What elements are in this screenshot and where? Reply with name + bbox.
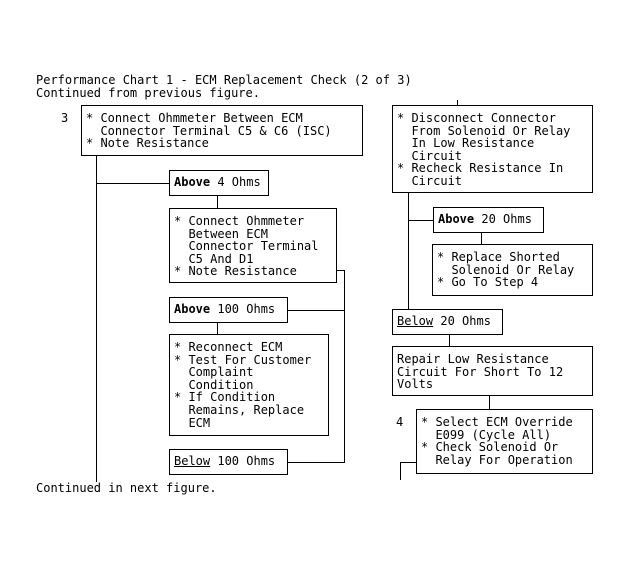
step-4-line: * Select ECM Override — [421, 415, 573, 429]
replace-line: Solenoid Or Relay — [437, 262, 575, 277]
connector-line — [400, 462, 416, 463]
repair-line: Volts — [397, 377, 434, 392]
connector-line — [408, 220, 433, 221]
step-3-number: 3 — [61, 111, 69, 125]
step-3-line: Connector Terminal C5 & C6 (ISC) — [86, 123, 332, 138]
reconnect-line: Condition — [174, 377, 254, 392]
step-4-number: 4 — [396, 415, 404, 429]
replace-line: * Go To Step 4 — [437, 275, 539, 290]
disconnect-line: Circuit — [397, 148, 463, 163]
connector-line — [457, 100, 458, 106]
disconnect-line: From Solenoid Or Relay — [397, 123, 571, 138]
reconnect-line: Complaint — [174, 365, 254, 380]
connect-line: Between ECM — [174, 226, 268, 241]
connector-line — [481, 233, 482, 245]
connector-line — [449, 335, 450, 347]
reconnect-ecm-box: * Reconnect ECM * Test For Customer Comp… — [169, 334, 329, 436]
repair-line: Repair Low Resistance — [397, 352, 549, 366]
chart-title: Performance Chart 1 - ECM Replacement Ch… — [36, 73, 412, 87]
connect-line: * Note Resistance — [174, 264, 297, 279]
replace-line: * Replace Shorted — [437, 250, 560, 264]
connector-line — [288, 310, 345, 311]
reconnect-line: * Reconnect ECM — [174, 340, 283, 354]
continued-from-note: Continued from previous figure. — [36, 86, 260, 100]
connect-line: Connector Terminal — [174, 239, 319, 254]
continued-to-note: Continued in next figure. — [36, 481, 217, 495]
step-4-box: * Select ECM Override E099 (Cycle All) *… — [416, 409, 593, 474]
connector-line — [337, 270, 345, 271]
connector-line — [217, 323, 218, 335]
connect-ohmmeter-box: * Connect Ohmmeter Between ECM Connector… — [169, 208, 337, 283]
above-100-ohms-label: Above 100 Ohms — [169, 297, 288, 323]
above-20-ohms-label: Above 20 Ohms — [433, 207, 544, 233]
disconnect-line: Circuit — [397, 173, 463, 188]
connector-line — [489, 396, 490, 410]
reconnect-line: ECM — [174, 415, 211, 430]
reconnect-line: * Test For Customer — [174, 352, 312, 367]
connector-line — [217, 196, 218, 209]
below-20-ohms-label: Below 20 Ohms — [392, 309, 503, 335]
disconnect-line: * Recheck Resistance In — [397, 161, 564, 176]
left-trunk-line — [96, 156, 97, 482]
connect-line: * Connect Ohmmeter — [174, 214, 305, 228]
replace-shorted-box: * Replace Shorted Solenoid Or Relay * Go… — [432, 244, 593, 296]
repair-line: Circuit For Short To 12 — [397, 364, 564, 379]
connector-line — [96, 183, 169, 184]
connector-line — [288, 462, 345, 463]
step-4-line: * Check Solenoid Or — [421, 440, 559, 455]
connector-line — [344, 270, 345, 463]
below-100-ohms-label: Below 100 Ohms — [169, 449, 288, 475]
above-4-ohms-label: Above 4 Ohms — [169, 170, 269, 196]
disconnect-connector-box: * Disconnect Connector From Solenoid Or … — [392, 105, 593, 193]
connector-line — [400, 462, 401, 480]
step-4-line: Relay For Operation — [421, 452, 573, 467]
connect-line: C5 And D1 — [174, 251, 254, 266]
step-4-line: E099 (Cycle All) — [421, 427, 552, 442]
reconnect-line: Remains, Replace — [174, 402, 305, 417]
reconnect-line: * If Condition — [174, 390, 276, 405]
disconnect-line: In Low Resistance — [397, 136, 535, 151]
repair-low-resistance-box: Repair Low Resistance Circuit For Short … — [392, 346, 593, 396]
step-3-box: * Connect Ohmmeter Between ECM Connector… — [81, 105, 363, 156]
step-3-line: * Connect Ohmmeter Between ECM — [86, 111, 303, 125]
right-trunk-line — [408, 193, 409, 310]
disconnect-line: * Disconnect Connector — [397, 111, 556, 125]
step-3-line: * Note Resistance — [86, 136, 209, 151]
